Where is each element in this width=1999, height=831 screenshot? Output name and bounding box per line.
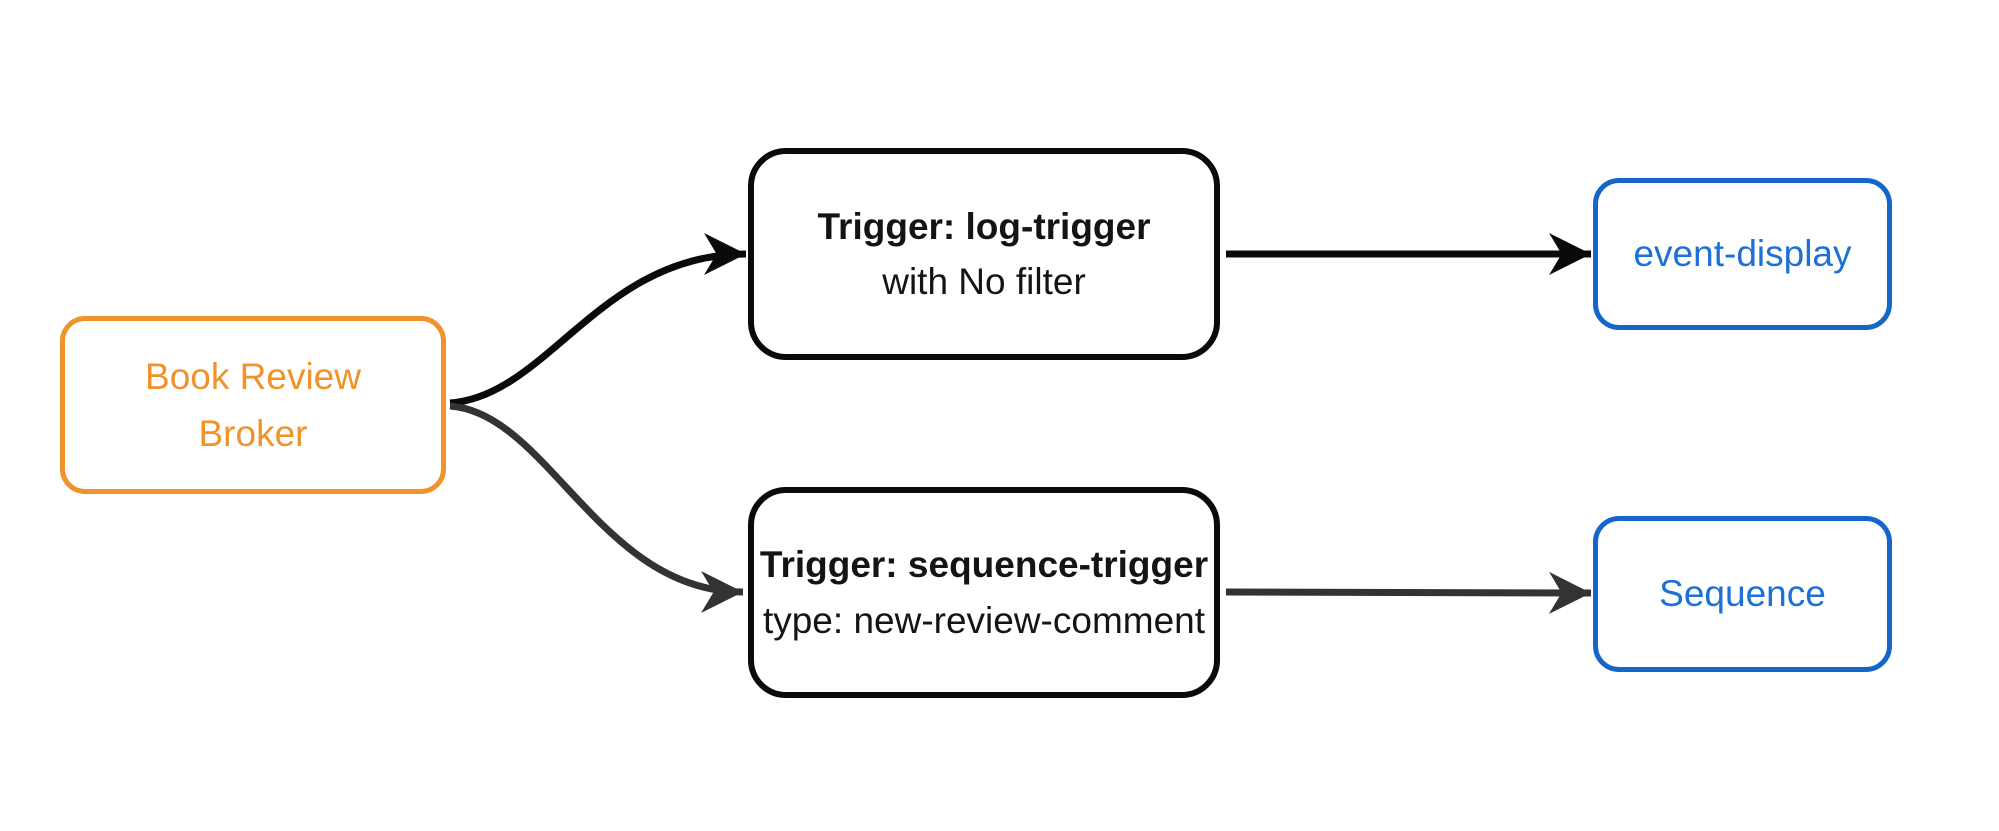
edge-broker-to-sequence-trigger [449, 402, 744, 613]
node-sequence-trigger: Trigger: sequence-trigger type: new-revi… [748, 487, 1220, 698]
node-book-review-broker: Book Review Broker [60, 316, 446, 494]
log-trigger-title: Trigger: log-trigger [817, 205, 1151, 247]
book-review-broker-label: Book Review Broker [145, 355, 361, 454]
sequence-trigger-title: Trigger: sequence-trigger [759, 544, 1209, 585]
sequence-label: Sequence [1659, 573, 1826, 615]
edge-sequence-trigger-to-sequence [1225, 571, 1592, 614]
node-event-display: event-display [1593, 178, 1892, 330]
log-trigger-subtitle: with No filter [882, 261, 1086, 302]
edge-broker-to-log-trigger [449, 233, 747, 407]
event-display-label: event-display [1633, 233, 1852, 275]
sequence-trigger-subtitle: type: new-review-comment [762, 599, 1206, 641]
node-log-trigger: Trigger: log-trigger with No filter [748, 148, 1220, 360]
node-sequence: Sequence [1593, 516, 1892, 672]
